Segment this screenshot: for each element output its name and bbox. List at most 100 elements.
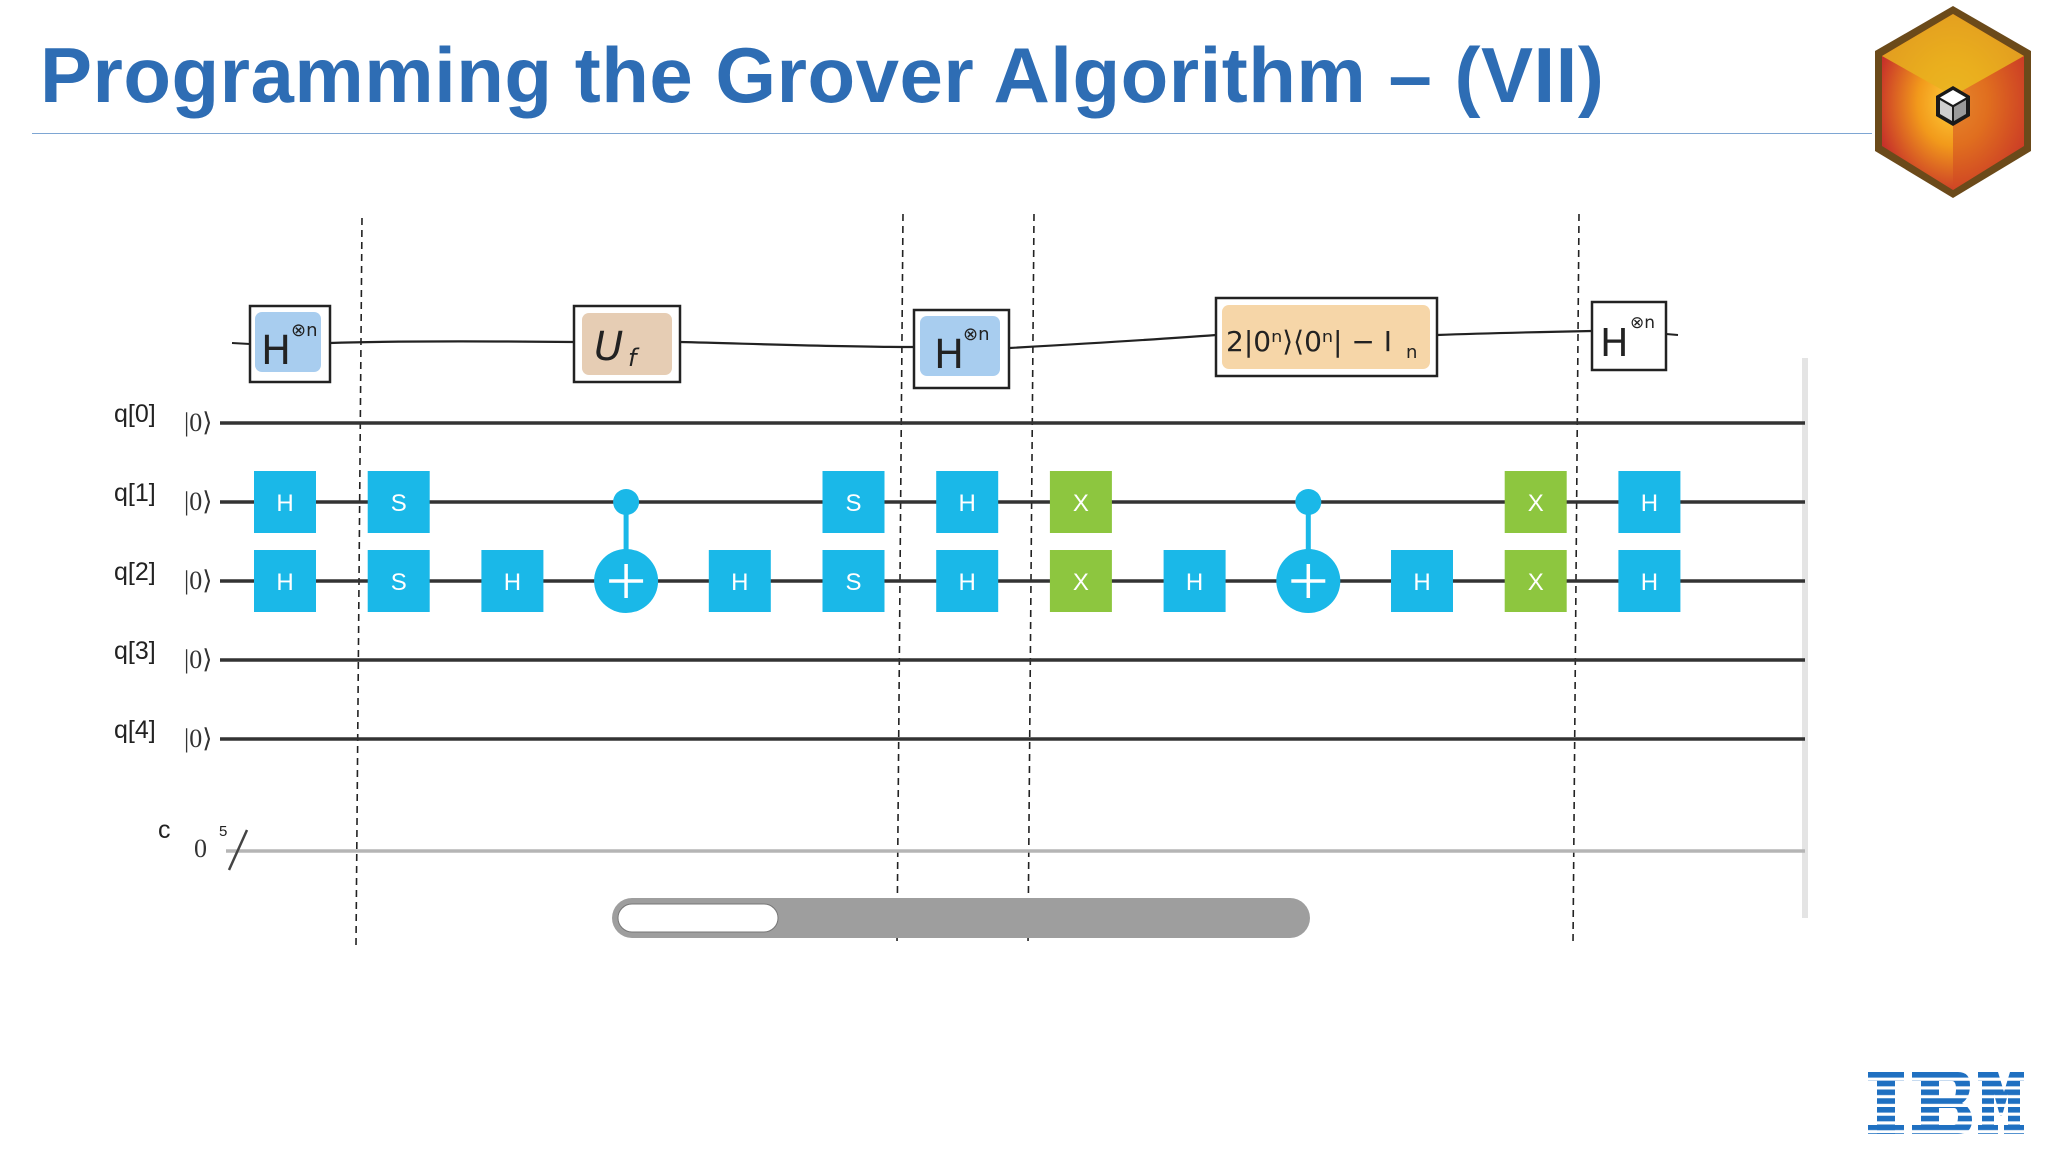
gate-x[interactable]: X [1504, 471, 1567, 533]
gate-label: H [276, 569, 293, 596]
qubit-label: q[2] [114, 558, 156, 586]
sketch-diffusion-sub: n [1406, 342, 1417, 363]
gate-box[interactable] [1391, 550, 1453, 612]
title-divider [32, 133, 1872, 134]
cnot-gate[interactable] [1276, 489, 1341, 613]
qubit-label: q[4] [114, 716, 156, 744]
quantum-wires [220, 421, 1805, 741]
gate-box[interactable] [936, 471, 999, 533]
bus-slash-icon [227, 829, 249, 871]
gate-label: H [959, 490, 976, 517]
sketch-h-sup: ⊗n [291, 320, 318, 341]
gate-label: S [845, 490, 861, 517]
sketch-h-sup: ⊗n [1630, 313, 1655, 333]
diffusion-operator: 2|0ⁿ⟩⟨0ⁿ| − I n [1214, 296, 1439, 378]
sketch-h-text: H [1600, 321, 1629, 365]
qubit-label: q[0] [114, 400, 156, 428]
gate-label: S [391, 490, 407, 517]
gate-label: X [1528, 569, 1544, 596]
gate-box[interactable] [254, 471, 316, 533]
slide-title: Programming the Grover Algorithm – (VII) [40, 31, 1605, 119]
qubit-label: q[3] [114, 637, 156, 665]
gate-box[interactable] [1163, 550, 1226, 612]
classical-register-label: c [158, 816, 171, 844]
gate-x[interactable]: X [1049, 471, 1112, 533]
gate-h[interactable]: H [1391, 550, 1453, 612]
gate-box[interactable] [481, 550, 544, 612]
scrollbar-edge [1802, 358, 1808, 918]
gate-label: H [504, 569, 521, 596]
gate-x[interactable]: X [1049, 550, 1112, 612]
initial-state: |0⟩ [184, 645, 212, 674]
gate-box[interactable] [1618, 550, 1681, 612]
gate-s[interactable]: S [822, 471, 885, 533]
gate-h[interactable]: H [1618, 550, 1681, 612]
control-dot-icon[interactable] [1295, 489, 1322, 515]
classical-init-value: 0 [194, 834, 207, 863]
gate-label: X [1073, 569, 1089, 596]
gate-h[interactable]: H [1618, 471, 1681, 533]
scrollbar-thumb[interactable] [617, 903, 779, 933]
gate-box[interactable] [822, 471, 885, 533]
sketch-h-text: H [261, 328, 291, 374]
qubit-label: q[1] [114, 479, 156, 507]
sketch-line [1008, 333, 1217, 350]
gate-box[interactable] [254, 550, 316, 612]
gate-label: H [1641, 490, 1658, 517]
gate-box[interactable] [1049, 550, 1112, 612]
hadamard-n-2: H ⊗n [912, 308, 1011, 390]
initial-state: |0⟩ [184, 487, 212, 516]
sketch-line [329, 340, 575, 345]
gate-box[interactable] [936, 550, 999, 612]
gate-h[interactable]: H [481, 550, 544, 612]
sketch-line [1665, 333, 1679, 336]
cube-logo-icon [1875, 6, 2031, 198]
gate-label: H [1186, 569, 1203, 596]
gate-h[interactable]: H [936, 550, 999, 612]
gate-label: X [1528, 490, 1544, 517]
gate-box[interactable] [367, 550, 430, 612]
sketch-uf-text: U [594, 324, 623, 370]
initial-state: |0⟩ [184, 566, 212, 595]
ibm-logo [1868, 1072, 2024, 1134]
gate-box[interactable] [367, 471, 430, 533]
gate-h[interactable]: H [708, 550, 771, 612]
hadamard-n-3: H ⊗n [1590, 300, 1668, 372]
gate-h[interactable]: H [1163, 550, 1226, 612]
gate-box[interactable] [1618, 471, 1681, 533]
oracle-uf: U f [572, 304, 682, 384]
gate-s[interactable]: S [367, 550, 430, 612]
gate-label: X [1073, 490, 1089, 517]
gate-h[interactable]: H [254, 550, 316, 612]
hadamard-n-1: H ⊗n [248, 304, 332, 384]
gate-box[interactable] [1504, 471, 1567, 533]
gate-box[interactable] [1049, 471, 1112, 533]
control-dot-icon[interactable] [613, 489, 640, 515]
gate-label: S [391, 569, 407, 596]
sketch-line [1436, 329, 1593, 337]
sketch-line [231, 342, 251, 345]
gate-h[interactable]: H [936, 471, 999, 533]
classical-bit-count: 5 [219, 823, 227, 840]
sketch-h-text: H [934, 332, 964, 378]
gate-s[interactable]: S [367, 471, 430, 533]
gate-h[interactable]: H [254, 471, 316, 533]
scrollbar-track[interactable] [612, 898, 1310, 938]
gate-label: H [1413, 569, 1430, 596]
gate-box[interactable] [822, 550, 885, 612]
gate-label: H [731, 569, 748, 596]
sketch-h-sup: ⊗n [963, 324, 990, 345]
gate-label: H [1641, 569, 1658, 596]
gate-s[interactable]: S [822, 550, 885, 612]
gate-box[interactable] [1504, 550, 1567, 612]
gate-box[interactable] [708, 550, 771, 612]
gate-x[interactable]: X [1504, 550, 1567, 612]
initial-state: |0⟩ [184, 408, 212, 437]
sketch-annotations: H ⊗n U f H ⊗n 2|0ⁿ⟩⟨0ⁿ| − I n H ⊗n [231, 296, 1679, 390]
wire-labels: q[0] q[1] q[2] q[3] q[4] |0⟩ |0⟩ |0⟩ |0⟩… [114, 400, 227, 863]
horizontal-scrollbar[interactable] [612, 898, 1310, 938]
cnot-gate[interactable] [594, 489, 659, 613]
initial-state: |0⟩ [184, 724, 212, 753]
